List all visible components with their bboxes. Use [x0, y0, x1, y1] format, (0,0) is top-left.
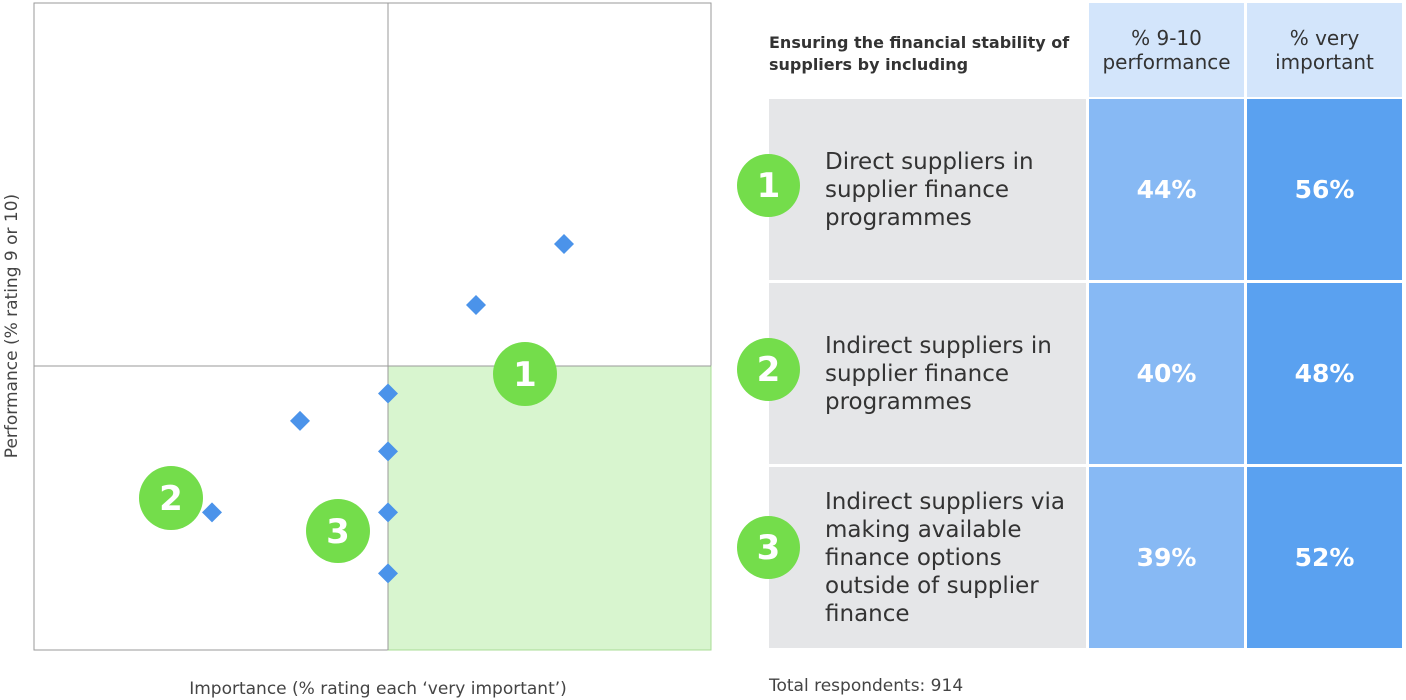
row-2-label: Indirect suppliers in supplier finance p…: [825, 283, 1075, 464]
row-3-label: Indirect suppliers via making available …: [825, 467, 1075, 648]
svg-text:2: 2: [159, 479, 183, 519]
column-header-performance-label: % 9-10 performance: [1102, 26, 1231, 74]
row-1-performance-value: 44%: [1089, 99, 1244, 280]
data-point-4: [290, 410, 310, 431]
x-axis-label: Importance (% rating each ‘very importan…: [189, 679, 567, 699]
data-point-6: [202, 502, 222, 523]
row-3-performance-value: 39%: [1089, 467, 1244, 648]
row-2-importance-value: 48%: [1247, 283, 1402, 464]
table-row-2-description-cell: [769, 283, 1086, 464]
row-2-number-badge: 2: [737, 338, 800, 401]
row-2-label-text: Indirect suppliers in supplier finance p…: [825, 332, 1052, 415]
chart-badge-3: 3: [306, 499, 370, 563]
svg-text:3: 3: [326, 512, 350, 552]
data-point-7: [378, 502, 398, 523]
data-point-3: [378, 383, 398, 404]
row-3-label-text: Indirect suppliers via making available …: [825, 488, 1065, 627]
svg-text:1: 1: [513, 355, 537, 395]
data-point-5: [378, 441, 398, 462]
row-3-number-badge: 3: [737, 516, 800, 579]
importance-performance-matrix: 1 2 3 Performance (% rating 9 or 10) Imp…: [2, 2, 712, 699]
row-1-importance-value: 56%: [1247, 99, 1402, 280]
y-axis-label: Performance (% rating 9 or 10): [2, 194, 22, 458]
data-point-8: [378, 563, 398, 584]
table-row-3-description-cell: [769, 467, 1086, 648]
total-respondents-note: Total respondents: 914: [769, 676, 964, 696]
highlight-quadrant: [387, 365, 712, 651]
row-1-number-badge: 1: [737, 154, 800, 217]
row-2-performance-value: 40%: [1089, 283, 1244, 464]
table-row-1-description-cell: [769, 99, 1086, 280]
data-point-2: [466, 295, 486, 315]
column-header-performance: % 9-10 performance: [1089, 3, 1244, 97]
data-points: [202, 234, 574, 584]
row-3-importance-value: 52%: [1247, 467, 1402, 648]
table-title: Ensuring the financial stability of supp…: [769, 33, 1070, 74]
chart-badge-2: 2: [139, 466, 203, 530]
column-header-importance: % very important: [1247, 3, 1402, 97]
chart-badge-1: 1: [493, 342, 557, 406]
column-header-importance-label: % very important: [1275, 26, 1374, 74]
data-point-1: [554, 234, 574, 254]
row-1-label: Direct suppliers in supplier finance pro…: [825, 99, 1075, 280]
row-1-label-text: Direct suppliers in supplier finance pro…: [825, 148, 1034, 231]
